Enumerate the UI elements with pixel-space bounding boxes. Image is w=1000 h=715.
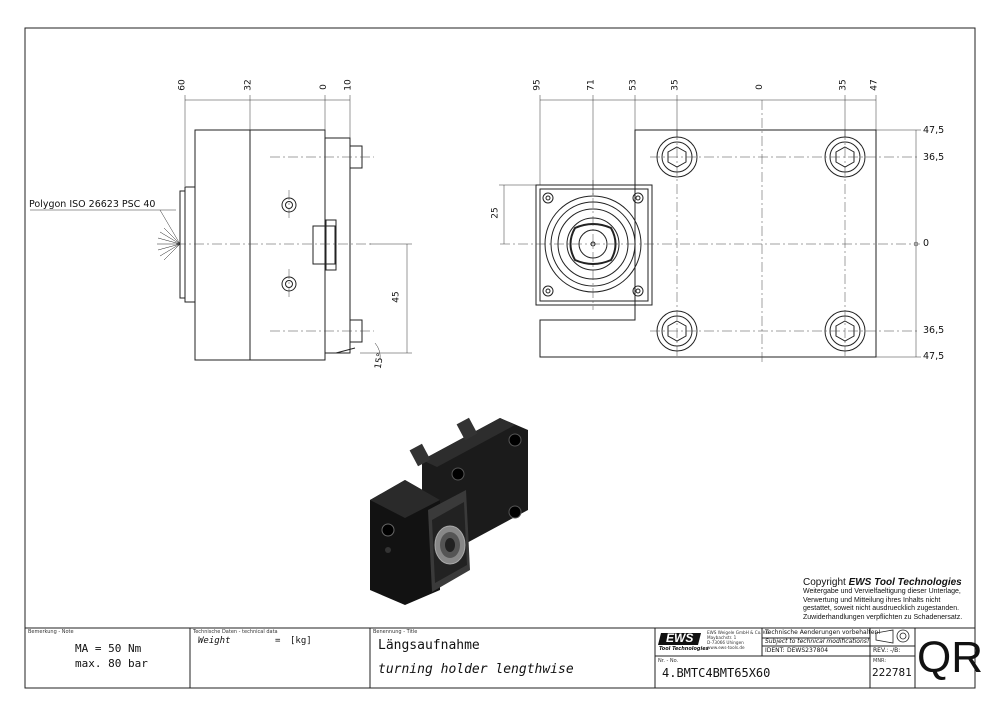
copyright-line: Zuwiderhandlungen verpflichten zu Schade…	[803, 613, 963, 621]
copyright-line: Verwertung und Mitteilung ihres Inhalts …	[803, 596, 941, 604]
company-line: Maybachstr. 1	[707, 635, 737, 640]
copyright-line: gestattet, soweit nicht ausdruecklich zu…	[803, 605, 960, 613]
isometric-view	[370, 417, 528, 605]
title-en: turning holder lengthwise	[378, 662, 574, 677]
title-de: Längsaufnahme	[378, 638, 480, 653]
copyright-suffix: Tool Technologies	[871, 577, 962, 588]
dim-10: 10	[343, 79, 354, 91]
dim-36-5-bottom: 36,5	[923, 325, 945, 336]
weight-label: Weight	[198, 636, 231, 646]
copyright-brand: EWS	[848, 577, 872, 588]
dim-36-5-top: 36,5	[923, 152, 945, 163]
dim-47-5-top: 47,5	[923, 125, 945, 136]
side-view	[157, 129, 363, 361]
copyright-notice: Copyright EWS Tool Technologies Weiterga…	[803, 577, 973, 622]
projection-symbol	[875, 629, 910, 644]
dim-25: 25	[490, 207, 501, 219]
dim-47-5-bottom: 47,5	[923, 351, 945, 362]
title-label: Benennung - Title	[373, 629, 418, 635]
weight-unit: [kg]	[290, 636, 312, 646]
dim-71: 71	[586, 79, 597, 91]
mnr-label: MNR:	[873, 658, 887, 664]
dim-0-front: 0	[754, 84, 765, 90]
dim-45: 45	[391, 291, 402, 303]
dim-53: 53	[628, 79, 639, 91]
copyright-prefix: Copyright	[803, 577, 849, 588]
logo-sub: Tool Technologies	[659, 646, 709, 652]
dim-47: 47	[869, 79, 880, 91]
company-line: EWS Weigele GmbH & Co. KG	[707, 630, 769, 635]
company-line: D-73066 Uhingen	[707, 640, 744, 645]
logo-text: EWS	[666, 631, 694, 645]
qr-code-text: QR	[917, 633, 983, 682]
polygon-label: Polygon ISO 26623 PSC 40	[29, 199, 156, 210]
company-line: www.ews-tools.de	[707, 645, 745, 650]
dim-32: 32	[243, 79, 254, 91]
mnr-value: 222781	[872, 666, 912, 679]
nr-label: Nr. - No.	[658, 658, 679, 664]
ident-value: DEWS237804	[787, 647, 829, 654]
ident-label: IDENT:	[765, 647, 785, 654]
dim-35-right: 35	[838, 79, 849, 91]
dim-35-left: 35	[670, 79, 681, 91]
rev-label: REV.:	[873, 647, 889, 654]
drawing-frame	[24, 27, 976, 689]
dim-0-right: 0	[923, 238, 930, 249]
rev-value: -/B:	[890, 647, 901, 654]
copyright-line: Weitergabe und Vervielfaeltigung dieser …	[803, 588, 961, 595]
note-line-2: max. 80 bar	[75, 657, 148, 670]
changes-de: Technische Aenderungen vorbehalten!	[765, 629, 881, 636]
techdata-label: Technische Daten - technical data	[193, 629, 278, 635]
title-block-frame	[25, 627, 975, 688]
note-label: Bemerkung - Note	[28, 629, 74, 635]
changes-en: Subject to technical modifications!	[765, 638, 870, 645]
dim-60: 60	[177, 79, 188, 91]
dim-0-side: 0	[318, 84, 329, 90]
part-number: 4.BMTC4BMT65X60	[662, 666, 771, 680]
ews-logo	[658, 631, 704, 653]
note-line-1: MA = 50 Nm	[75, 642, 142, 655]
weight-eq: =	[275, 636, 281, 646]
dim-95: 95	[532, 79, 543, 91]
front-view	[535, 129, 877, 358]
